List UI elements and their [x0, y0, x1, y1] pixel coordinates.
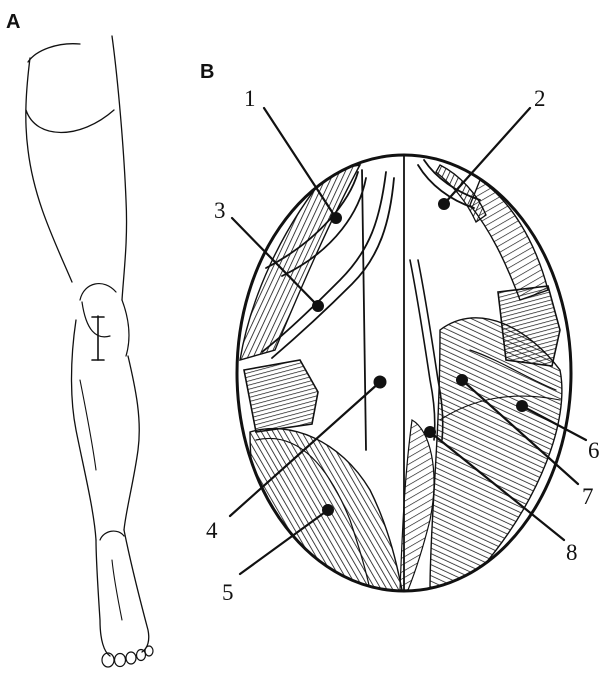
toe: [126, 652, 136, 664]
toe: [137, 650, 146, 661]
leg-illustration: [26, 36, 153, 667]
callout-label-6: 6: [588, 438, 600, 463]
callout-label-2: 2: [534, 86, 546, 111]
toe: [115, 654, 126, 667]
callout-label-1: 1: [244, 86, 256, 111]
toe: [145, 646, 153, 656]
callout-label-8: 8: [566, 540, 578, 565]
callout-label-4: 4: [206, 518, 218, 543]
callout-label-3: 3: [214, 198, 226, 223]
callout-label-5: 5: [222, 580, 234, 605]
anatomy-dissection-oval: [230, 150, 580, 600]
callout-label-7: 7: [582, 484, 594, 509]
panel-b-label: B: [200, 61, 214, 83]
panel-a-label: A: [6, 11, 20, 33]
